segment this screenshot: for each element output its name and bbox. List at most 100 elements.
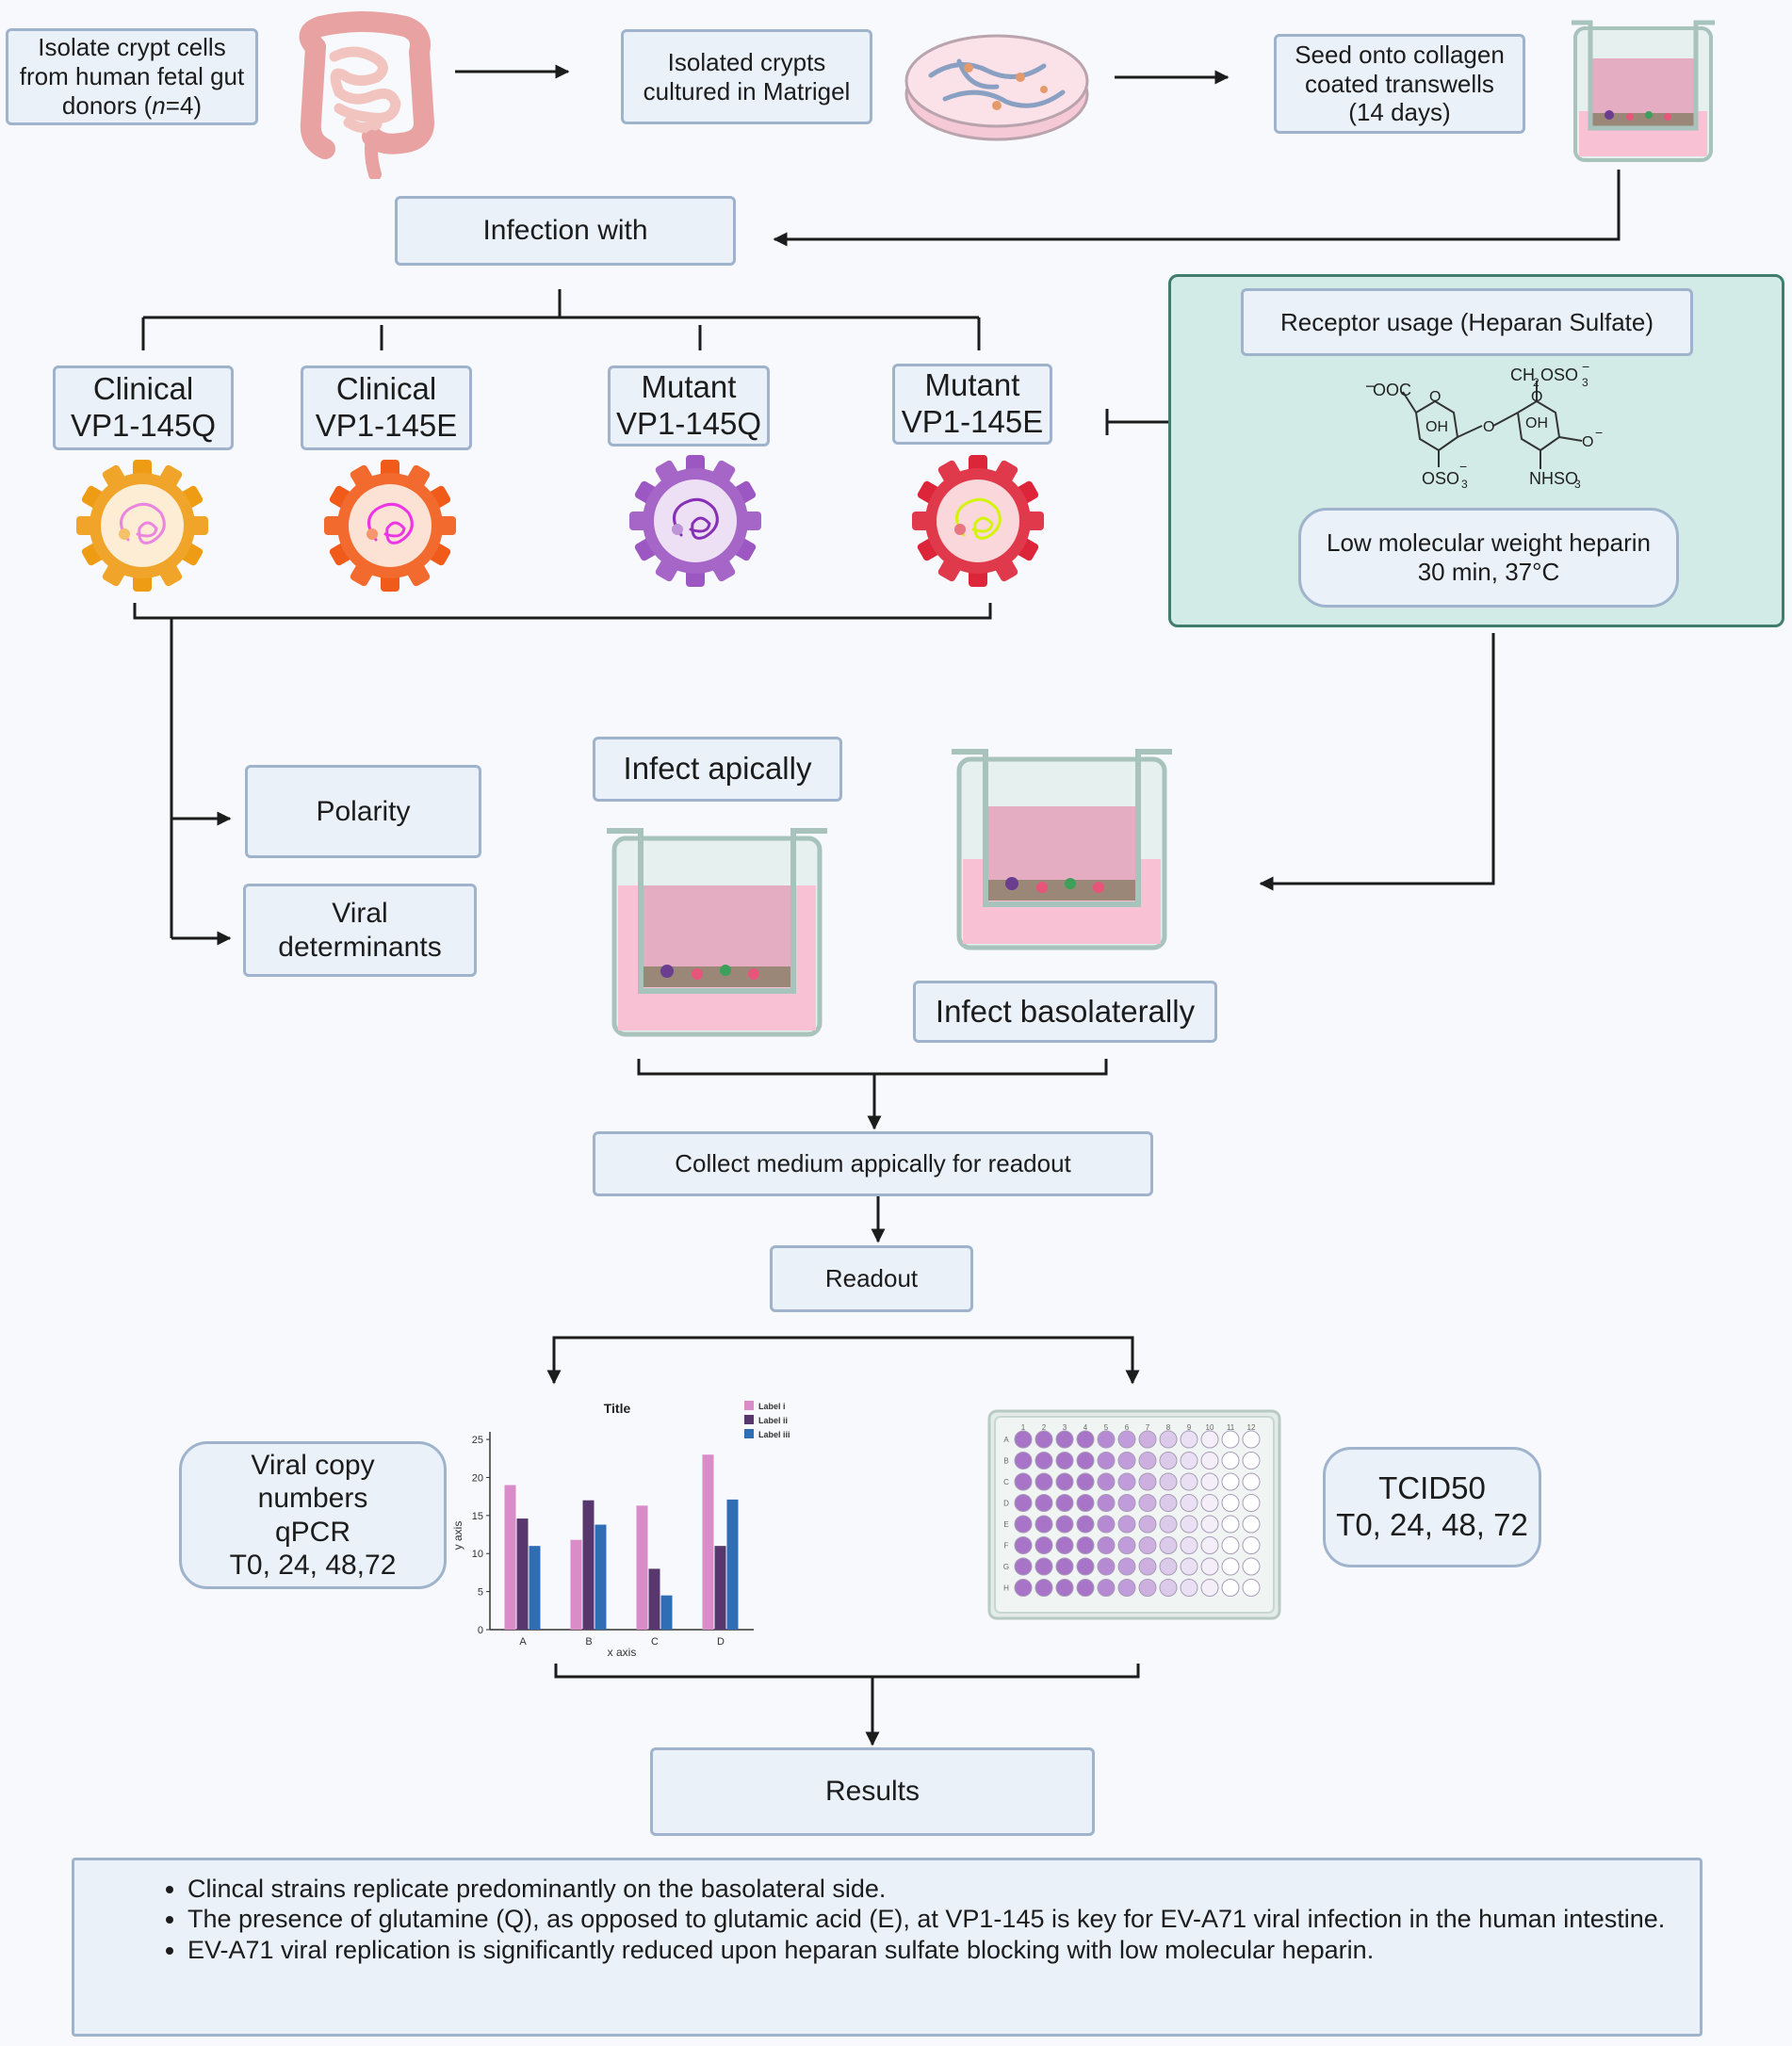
plate-well	[1034, 1579, 1053, 1597]
strain-box-clinical-145e: Clinical VP1-145E	[301, 365, 472, 450]
plate-well	[1097, 1452, 1116, 1470]
plate-well	[1097, 1536, 1116, 1554]
polarity-label: Polarity	[316, 795, 411, 827]
polarity-box: Polarity	[245, 765, 481, 858]
plate-well	[1180, 1536, 1198, 1554]
receptor-usage-box: Receptor usage (Heparan Sulfate)	[1241, 288, 1693, 356]
plate-well	[1097, 1472, 1116, 1491]
plate-well	[1014, 1515, 1033, 1534]
chem-ring-o-1: O	[1429, 389, 1441, 405]
heparan-sulfate-panel: Receptor usage (Heparan Sulfate) − OOC C…	[1168, 274, 1784, 627]
plate-well	[1159, 1472, 1178, 1491]
plate-well	[1180, 1557, 1198, 1576]
viral-rna	[120, 502, 166, 544]
plate-row-label: F	[1004, 1542, 1009, 1551]
bar	[595, 1524, 607, 1630]
plate-well	[1076, 1557, 1095, 1576]
plate-well	[1200, 1557, 1219, 1576]
plate-well	[1097, 1579, 1116, 1597]
chem-oso3-bottom: OSO	[1422, 469, 1459, 488]
tcid50-readout-box: TCID50 T0, 24, 48, 72	[1323, 1447, 1541, 1567]
y-tick-label: 20	[472, 1472, 483, 1484]
plate-well	[1200, 1472, 1219, 1491]
plate-well	[1180, 1472, 1198, 1491]
plate-well	[1200, 1452, 1219, 1470]
results-label: Results	[824, 1776, 920, 1808]
legend-swatch	[744, 1429, 754, 1438]
plate-well	[1180, 1430, 1198, 1449]
bar	[714, 1546, 726, 1630]
plate-well	[1117, 1430, 1136, 1449]
seed-line-1: Seed onto collagen	[1295, 40, 1505, 69]
plate-row-label: C	[1003, 1478, 1009, 1486]
chem-ch2-sub: 2	[1533, 376, 1539, 389]
plate-well	[1159, 1536, 1178, 1554]
plate-well	[1034, 1557, 1053, 1576]
plate-well	[1014, 1430, 1033, 1449]
chem-ch2: CH	[1510, 365, 1535, 384]
results-box: Results	[650, 1747, 1095, 1836]
legend-label: Label ii	[758, 1416, 788, 1425]
chem-o-minus: O	[1582, 434, 1593, 450]
chem-coo-charge: −	[1365, 377, 1376, 396]
isolate-n-italic: n	[152, 90, 166, 120]
chem-ring-o-2: O	[1531, 389, 1542, 405]
plate-row-label: H	[1003, 1584, 1009, 1593]
plate-well	[1097, 1494, 1116, 1512]
plate-well	[1014, 1579, 1033, 1597]
plate-well	[1221, 1557, 1240, 1576]
strain-1-line-2: VP1-145Q	[70, 408, 217, 443]
virus-particle-clinical-145e	[324, 460, 456, 592]
plate-well	[1200, 1515, 1219, 1534]
chem-oso3-top-sub: 3	[1582, 376, 1588, 389]
genome-cap	[954, 524, 966, 535]
infect-basolaterally-box: Infect basolaterally	[913, 981, 1217, 1043]
basolateral-transwell-illustration	[952, 749, 1172, 950]
plate-well	[1138, 1472, 1157, 1491]
conclusion-item: Clincal strains replicate predominantly …	[187, 1874, 1671, 1904]
plate-well	[1034, 1536, 1053, 1554]
plate-column-label: 4	[1083, 1423, 1088, 1432]
plate-well	[1200, 1494, 1219, 1512]
collect-medium-label: Collect medium appically for readout	[675, 1149, 1071, 1178]
readout-box: Readout	[770, 1245, 973, 1312]
genome-cap	[367, 528, 378, 540]
plate-well	[1055, 1579, 1074, 1597]
plate-well	[1242, 1430, 1261, 1449]
isolate-line-1: Isolate crypt cells	[38, 33, 226, 62]
plate-well	[1034, 1430, 1053, 1449]
plate-well	[1200, 1536, 1219, 1554]
plate-well	[1242, 1579, 1261, 1597]
heparin-line-2: 30 min, 37°C	[1417, 558, 1560, 586]
chem-oso3-bottom-sub: 3	[1461, 478, 1468, 491]
plate-well	[1034, 1452, 1053, 1470]
plate-well	[1180, 1579, 1198, 1597]
matrigel-line-2: cultured in Matrigel	[643, 76, 851, 106]
receptor-usage-label: Receptor usage (Heparan Sulfate)	[1279, 307, 1654, 336]
heparan-sulfate-structure: − OOC CH 2 OSO 3 − O O O OH OH O − OSO 3…	[1365, 364, 1603, 491]
strain-3-line-2: VP1-145Q	[615, 406, 762, 441]
plate-well	[1117, 1452, 1136, 1470]
plate-well	[1180, 1515, 1198, 1534]
genome-cap	[119, 528, 130, 540]
tcid-line-2: T0, 24, 48, 72	[1336, 1507, 1528, 1542]
tcid-line-1: TCID50	[1378, 1470, 1486, 1506]
plate-well	[1076, 1430, 1095, 1449]
plate-well	[1014, 1472, 1033, 1491]
plate-well	[1076, 1536, 1095, 1554]
seed-line-2: coated transwells	[1305, 69, 1494, 98]
plate-well	[1014, 1536, 1033, 1554]
x-tick-label: A	[519, 1636, 527, 1648]
plate-well	[1117, 1472, 1136, 1491]
plate-well	[1055, 1536, 1074, 1554]
plate-well	[1242, 1494, 1261, 1512]
bar	[726, 1499, 739, 1630]
plate-well	[1076, 1452, 1095, 1470]
plate-well	[1159, 1494, 1178, 1512]
plate-row-label: G	[1003, 1563, 1009, 1571]
infection-with-box: Infection with	[395, 196, 736, 266]
bar	[636, 1505, 648, 1630]
strain-2-line-2: VP1-145E	[315, 408, 458, 443]
